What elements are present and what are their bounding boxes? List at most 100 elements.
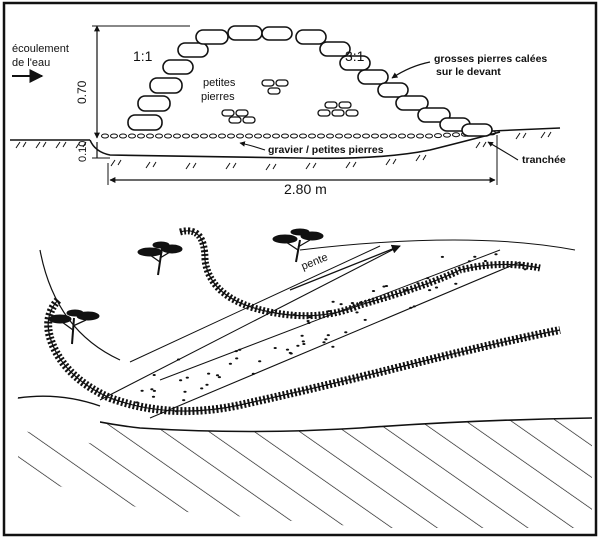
gravel-stone <box>110 133 118 139</box>
slope-label: pente <box>300 251 330 272</box>
gravel-stone <box>218 133 226 139</box>
scattered-stone <box>412 305 416 308</box>
scattered-stone <box>235 357 239 360</box>
ground-tick <box>75 141 87 149</box>
large-stone <box>339 55 371 71</box>
foundation-base <box>89 131 501 160</box>
scattered-stone <box>355 311 359 314</box>
scattered-stone <box>339 303 343 306</box>
scattered-stone <box>523 268 527 271</box>
gravel-stone <box>371 133 379 139</box>
ground-tick <box>185 162 197 170</box>
large-stone <box>261 26 293 41</box>
width-label: 2.80 m <box>284 181 327 197</box>
scattered-stone <box>467 260 471 263</box>
scattered-stone <box>300 334 304 337</box>
ground-tick <box>540 131 552 139</box>
gravel-leader <box>239 141 266 151</box>
gravel-stone <box>290 133 298 139</box>
gravel-stone <box>254 133 262 139</box>
gravel-stone <box>128 133 136 139</box>
scattered-stone <box>331 300 335 303</box>
scattered-stone <box>434 286 439 289</box>
ground-texture <box>15 131 552 171</box>
gravel-stone <box>353 133 361 139</box>
scattered-stones <box>135 253 527 413</box>
slope-band-line-4 <box>159 249 501 381</box>
large-stone <box>137 95 171 112</box>
scattered-stone <box>273 347 277 349</box>
scattered-stone <box>327 310 331 313</box>
scattered-stone <box>234 350 238 353</box>
ground-tick <box>385 158 397 166</box>
lower-stone-bund-outline <box>47 299 561 412</box>
scattered-stone <box>301 340 305 343</box>
scattered-stone <box>215 374 220 377</box>
gravel-stone <box>326 133 334 139</box>
ground-tick <box>265 163 277 171</box>
gravel-stone <box>236 133 244 139</box>
landscape-drawing: pente <box>17 227 593 528</box>
scattered-stone <box>426 277 430 280</box>
scattered-stone <box>293 313 297 316</box>
scattered-stone <box>285 348 290 351</box>
scattered-stone <box>176 358 181 361</box>
scattered-stone <box>324 338 328 341</box>
large-stone <box>127 114 163 131</box>
large-stone <box>149 77 183 94</box>
scattered-stone <box>520 263 524 266</box>
scattered-stone <box>331 345 335 348</box>
gravel-stone <box>380 133 388 139</box>
gravel-stone <box>425 133 433 139</box>
stone-bunds <box>44 227 561 416</box>
scattered-stone <box>217 376 221 379</box>
slope-band-line-2 <box>129 245 381 363</box>
scattered-stone <box>440 255 444 258</box>
slope-ratio-left: 1:1 <box>133 48 153 64</box>
big-stones-leader <box>391 61 431 79</box>
large-stone <box>319 41 351 57</box>
scattered-stone <box>344 331 348 334</box>
height-label: 0.70 <box>75 80 89 104</box>
big-stones-label-line2: sur le devant <box>436 66 501 78</box>
acacia-tree-1 <box>137 241 183 276</box>
gravel-stone <box>452 132 460 138</box>
ground-tick <box>35 141 47 149</box>
large-stone <box>177 42 209 58</box>
gravel-stone <box>443 132 451 138</box>
trench-leader <box>487 141 519 161</box>
trench-label: tranchée <box>522 154 566 166</box>
gravel-stone <box>200 133 208 139</box>
scattered-stone <box>140 389 144 392</box>
gravel-stone <box>389 133 397 139</box>
gravel-stone <box>101 133 109 139</box>
slope-direction-arrow <box>289 244 401 291</box>
scattered-stone <box>288 351 292 354</box>
scattered-stone <box>179 379 183 382</box>
gravel-stone <box>308 133 316 139</box>
flow-label-line2: de l'eau <box>12 57 50 69</box>
large-stone <box>195 29 229 45</box>
scattered-stone <box>363 318 367 321</box>
gravel-stone <box>362 133 370 139</box>
scattered-stone <box>150 388 154 391</box>
gravel-stone <box>155 133 163 139</box>
scattered-stone <box>483 260 487 262</box>
gravel-layer <box>101 130 496 139</box>
scattered-stone <box>296 344 300 347</box>
large-stones-right-slope <box>295 29 493 137</box>
gravel-stone <box>398 133 406 139</box>
small-stones-label-line2: pierres <box>201 91 235 103</box>
flow-label-line1: écoulement <box>12 43 69 55</box>
gravel-stone <box>146 133 154 139</box>
ground-tick <box>305 162 317 170</box>
scattered-stone <box>306 320 310 322</box>
gravel-stone <box>344 133 352 139</box>
large-stone <box>377 82 409 98</box>
gravel-stone <box>434 133 442 139</box>
scattered-stone <box>183 390 187 393</box>
ground-tick <box>145 161 157 169</box>
slope-band-line-1 <box>99 245 401 401</box>
scattered-stone <box>382 285 386 288</box>
